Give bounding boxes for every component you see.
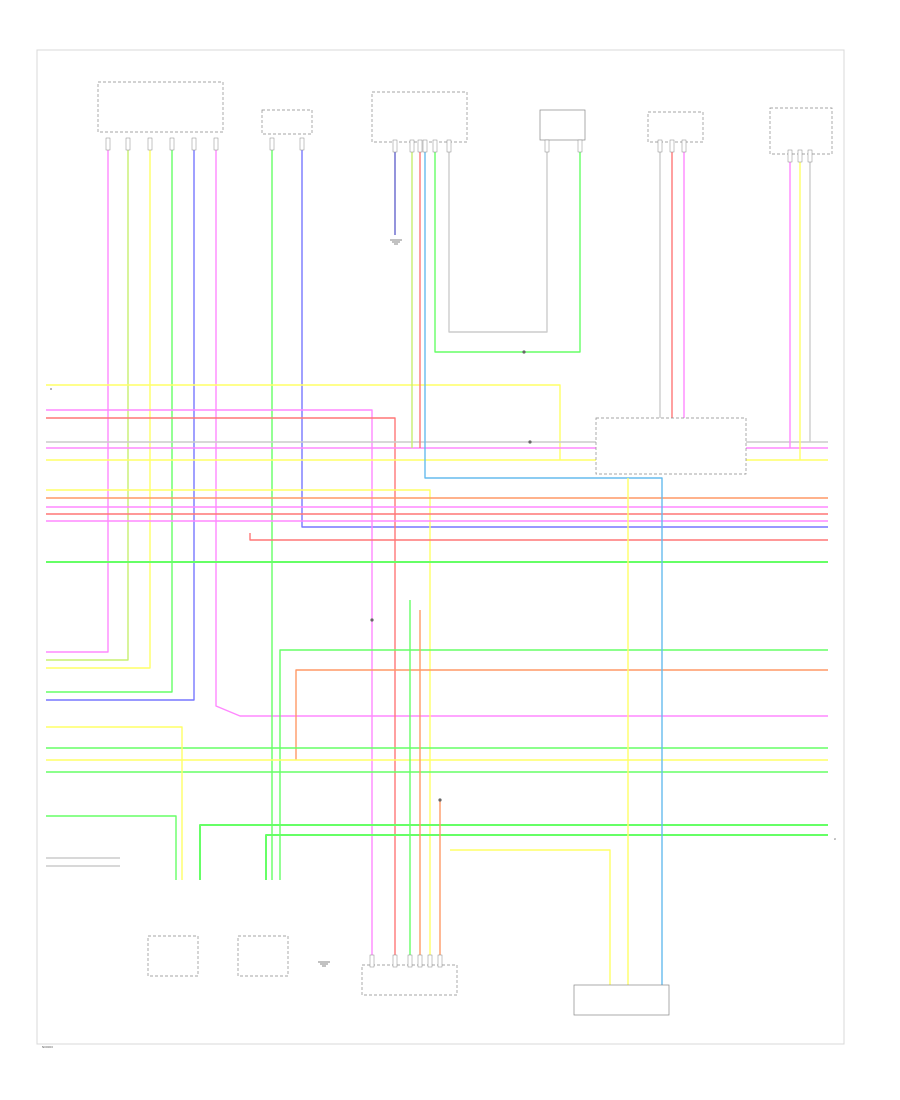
module-right-3 [769, 107, 833, 155]
connector [432, 139, 438, 153]
control-module-bottom [361, 964, 458, 996]
wire-yellow [46, 726, 183, 880]
wire-gray [448, 140, 548, 333]
wire-green [46, 140, 173, 693]
connector [147, 137, 153, 151]
wire-layer [46, 140, 828, 990]
connector [169, 137, 175, 151]
pin-marker: 1 [50, 387, 52, 391]
module-second [261, 109, 313, 135]
figure-code: N00000 [42, 1045, 53, 1049]
splice-node [438, 798, 442, 802]
connector [807, 149, 813, 163]
module-right-2 [647, 111, 704, 143]
connector [299, 137, 305, 151]
connector [427, 954, 433, 968]
wire-blue [46, 140, 195, 701]
wire-yellow [46, 140, 151, 669]
wire-light-blue [424, 140, 663, 990]
wire-red [46, 417, 396, 972]
wire-blue [301, 140, 828, 528]
pin-marker: 1 [834, 837, 836, 841]
wire-red [249, 533, 828, 541]
wire-pink [215, 140, 828, 717]
wire-orange [295, 669, 828, 760]
connector [213, 137, 219, 151]
wire-pink [46, 409, 373, 972]
splice-node [522, 350, 526, 354]
connector [681, 139, 687, 153]
connector [407, 954, 413, 968]
connector [787, 149, 793, 163]
connector [409, 139, 415, 153]
wire-green [434, 140, 581, 353]
wire-green [46, 815, 177, 880]
sensor-right [237, 935, 289, 977]
pin-marker: 3 [50, 387, 52, 391]
wire-yellow-green [46, 140, 129, 661]
connector [392, 139, 398, 153]
connector [105, 137, 111, 151]
connector [417, 954, 423, 968]
wire-green [265, 834, 828, 880]
wire-green [199, 824, 828, 880]
pin-marker: 2 [50, 387, 52, 391]
wire-yellow [450, 849, 611, 990]
wire-yellow [46, 489, 431, 972]
connector [437, 954, 443, 968]
connector [797, 149, 803, 163]
module-top-left [97, 81, 224, 133]
connector [392, 954, 398, 968]
connector [422, 139, 428, 153]
ground-symbol [318, 961, 330, 967]
splice-node [528, 440, 532, 444]
module-right-1 [539, 109, 586, 141]
connector [669, 139, 675, 153]
connector [577, 139, 583, 153]
connector [657, 139, 663, 153]
wire-pink [46, 140, 109, 653]
connector [369, 954, 375, 968]
connector [446, 139, 452, 153]
sensor-left [147, 935, 199, 977]
connector [544, 139, 550, 153]
fuel-pump-module [573, 984, 670, 1016]
pin-marker: 2 [834, 837, 836, 841]
splice-node [370, 618, 374, 622]
wire-yellow [46, 384, 561, 460]
connector [125, 137, 131, 151]
connector [417, 139, 423, 153]
wire-green [279, 649, 828, 880]
module-center-top [371, 91, 468, 143]
diagram-frame [36, 49, 845, 1045]
ground-symbol [390, 239, 402, 245]
junction-module [595, 417, 747, 475]
connector [269, 137, 275, 151]
connector [191, 137, 197, 151]
